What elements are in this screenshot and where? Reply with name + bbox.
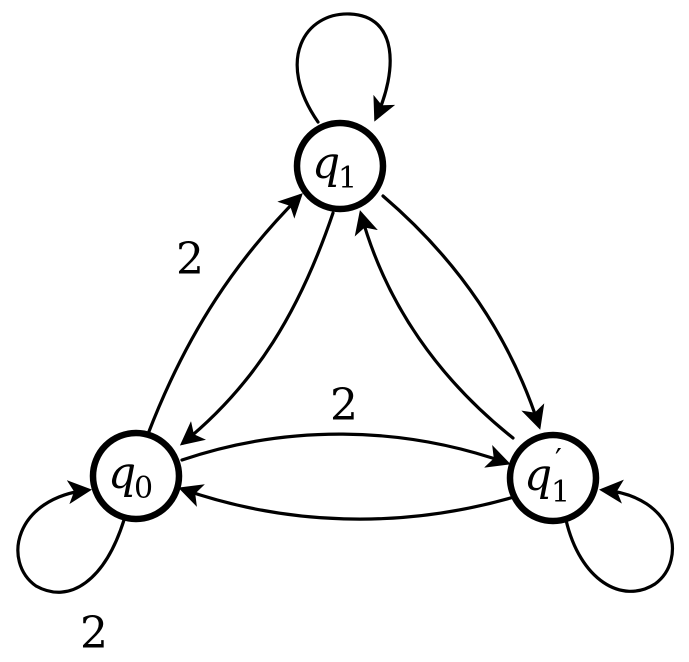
- node-q1prime: q ′ 1: [506, 431, 600, 525]
- node-q0: q 0: [89, 429, 183, 523]
- edge-q1-self-loop: [295, 12, 396, 124]
- node-q1prime-prime: ′: [555, 443, 562, 478]
- node-q1prime-label: q: [524, 450, 552, 501]
- edge-q1-to-q0: [179, 211, 335, 446]
- node-q1-label: q: [312, 138, 340, 189]
- node-q1prime-circle: [506, 431, 600, 525]
- edge-q1prime-to-q0: [178, 484, 516, 521]
- node-q0-label: q: [108, 448, 136, 499]
- edge-q1prime-to-q1: [354, 210, 515, 440]
- node-q1: q 1: [293, 119, 387, 213]
- edge-q0-self-loop: [16, 480, 126, 594]
- node-q1-subscript: 1: [338, 161, 357, 196]
- edge-q0-to-q1prime: [180, 432, 511, 468]
- node-q0-circle: [89, 429, 183, 523]
- node-q1-circle: [293, 119, 387, 213]
- edge-q1p-self-loop: [564, 479, 675, 593]
- edge-label-q0-to-q1: 2: [176, 234, 204, 285]
- edge-q1-to-q1prime: [381, 194, 545, 430]
- edge-label-q0-to-q1prime: 2: [330, 380, 358, 431]
- edge-label-q0-self-loop: 2: [80, 608, 108, 659]
- edge-q0-to-q1: [146, 193, 303, 436]
- node-q0-subscript: 0: [134, 471, 153, 506]
- node-q1prime-subscript: 1: [551, 475, 570, 510]
